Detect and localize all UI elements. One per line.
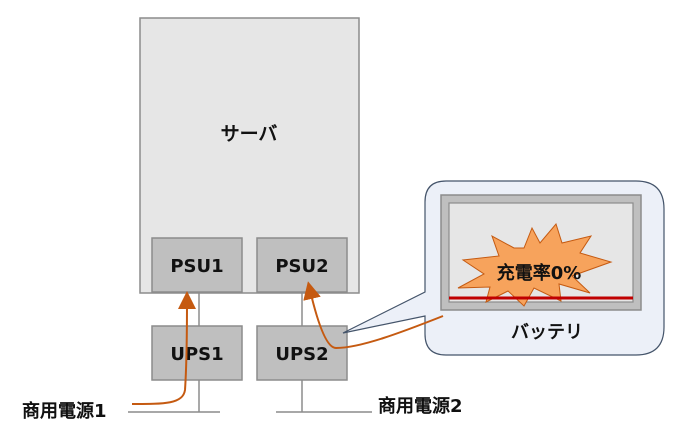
battery-label: バッテリ	[511, 322, 583, 343]
ups2-box	[256, 325, 348, 381]
battery-charge-text: 充電率0%	[497, 262, 582, 284]
psu2-label: PSU2	[275, 256, 328, 277]
psu1-label: PSU1	[170, 256, 223, 277]
power-source1-label: 商用電源1	[22, 400, 107, 422]
charge-burst-shape	[457, 222, 613, 307]
ups2-label: UPS2	[275, 344, 328, 365]
flow-arrow-source1-to-psu1	[131, 291, 196, 405]
flow-arrow-battery-to-psu2	[303, 281, 444, 350]
server-label: サーバ	[221, 123, 278, 145]
ups1-label: UPS1	[170, 344, 223, 365]
psu1-box	[151, 237, 243, 293]
power-source2-label: 商用電源2	[378, 395, 463, 417]
ups1-box	[151, 325, 243, 381]
